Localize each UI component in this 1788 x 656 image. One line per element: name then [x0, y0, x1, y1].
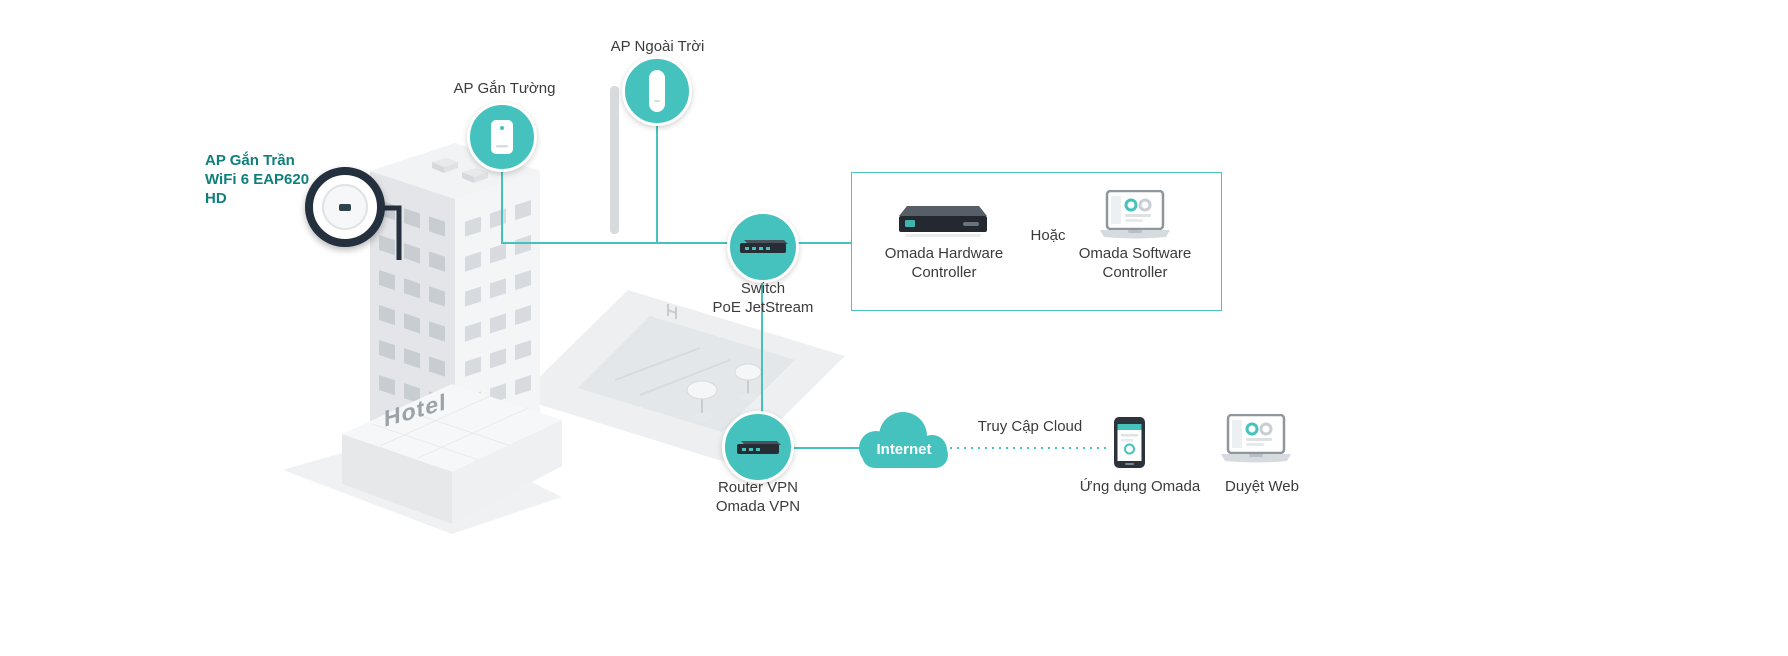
outdoor-ap-icon: [649, 70, 665, 112]
label-ap-ceiling: AP Gắn Trần WiFi 6 EAP620 HD: [205, 152, 310, 207]
label-ap-outdoor: AP Ngoài Trời: [610, 38, 705, 55]
pool-area: [518, 290, 845, 465]
umbrella-icon: [734, 363, 762, 401]
ceiling-ap-icon: [322, 184, 368, 230]
label-router: Router VPN Omada VPN: [715, 479, 801, 515]
label-web-browser: Duyệt Web: [1225, 478, 1299, 495]
umbrella-icon: [686, 380, 718, 421]
hotel-podium: [342, 384, 562, 524]
label-switch: Switch PoE JetStream: [712, 280, 814, 316]
outdoor-ap-node: [622, 56, 692, 126]
ceiling-ap-node: [305, 167, 385, 247]
switch-node: [727, 211, 799, 283]
ceiling-ap-connector: [378, 205, 402, 260]
wall-ap-node: [467, 102, 537, 172]
omada-app-phone-icon: [1112, 416, 1148, 475]
label-internet: Internet: [876, 441, 932, 458]
web-browser-laptop-icon: [1216, 413, 1296, 471]
roof-units: [432, 158, 488, 183]
label-hardware-controller: Omada Hardware Controller: [884, 245, 1004, 281]
wall-ap-icon: [491, 120, 513, 154]
router-icon: [737, 441, 781, 454]
label-software-controller: Omada Software Controller: [1078, 245, 1192, 281]
switch-icon: [740, 240, 788, 253]
label-ap-wall: AP Gắn Tường: [453, 80, 556, 97]
software-controller-laptop-icon: [1098, 189, 1172, 247]
label-cloud-access: Truy Cập Cloud: [977, 418, 1083, 435]
outdoor-ap-pole: [610, 86, 619, 234]
router-node: [722, 411, 794, 483]
label-or: Hoặc: [1030, 227, 1066, 244]
label-omada-app: Ứng dụng Omada: [1079, 478, 1201, 495]
internet-cloud: [859, 412, 948, 468]
hardware-controller-icon: [893, 198, 993, 245]
